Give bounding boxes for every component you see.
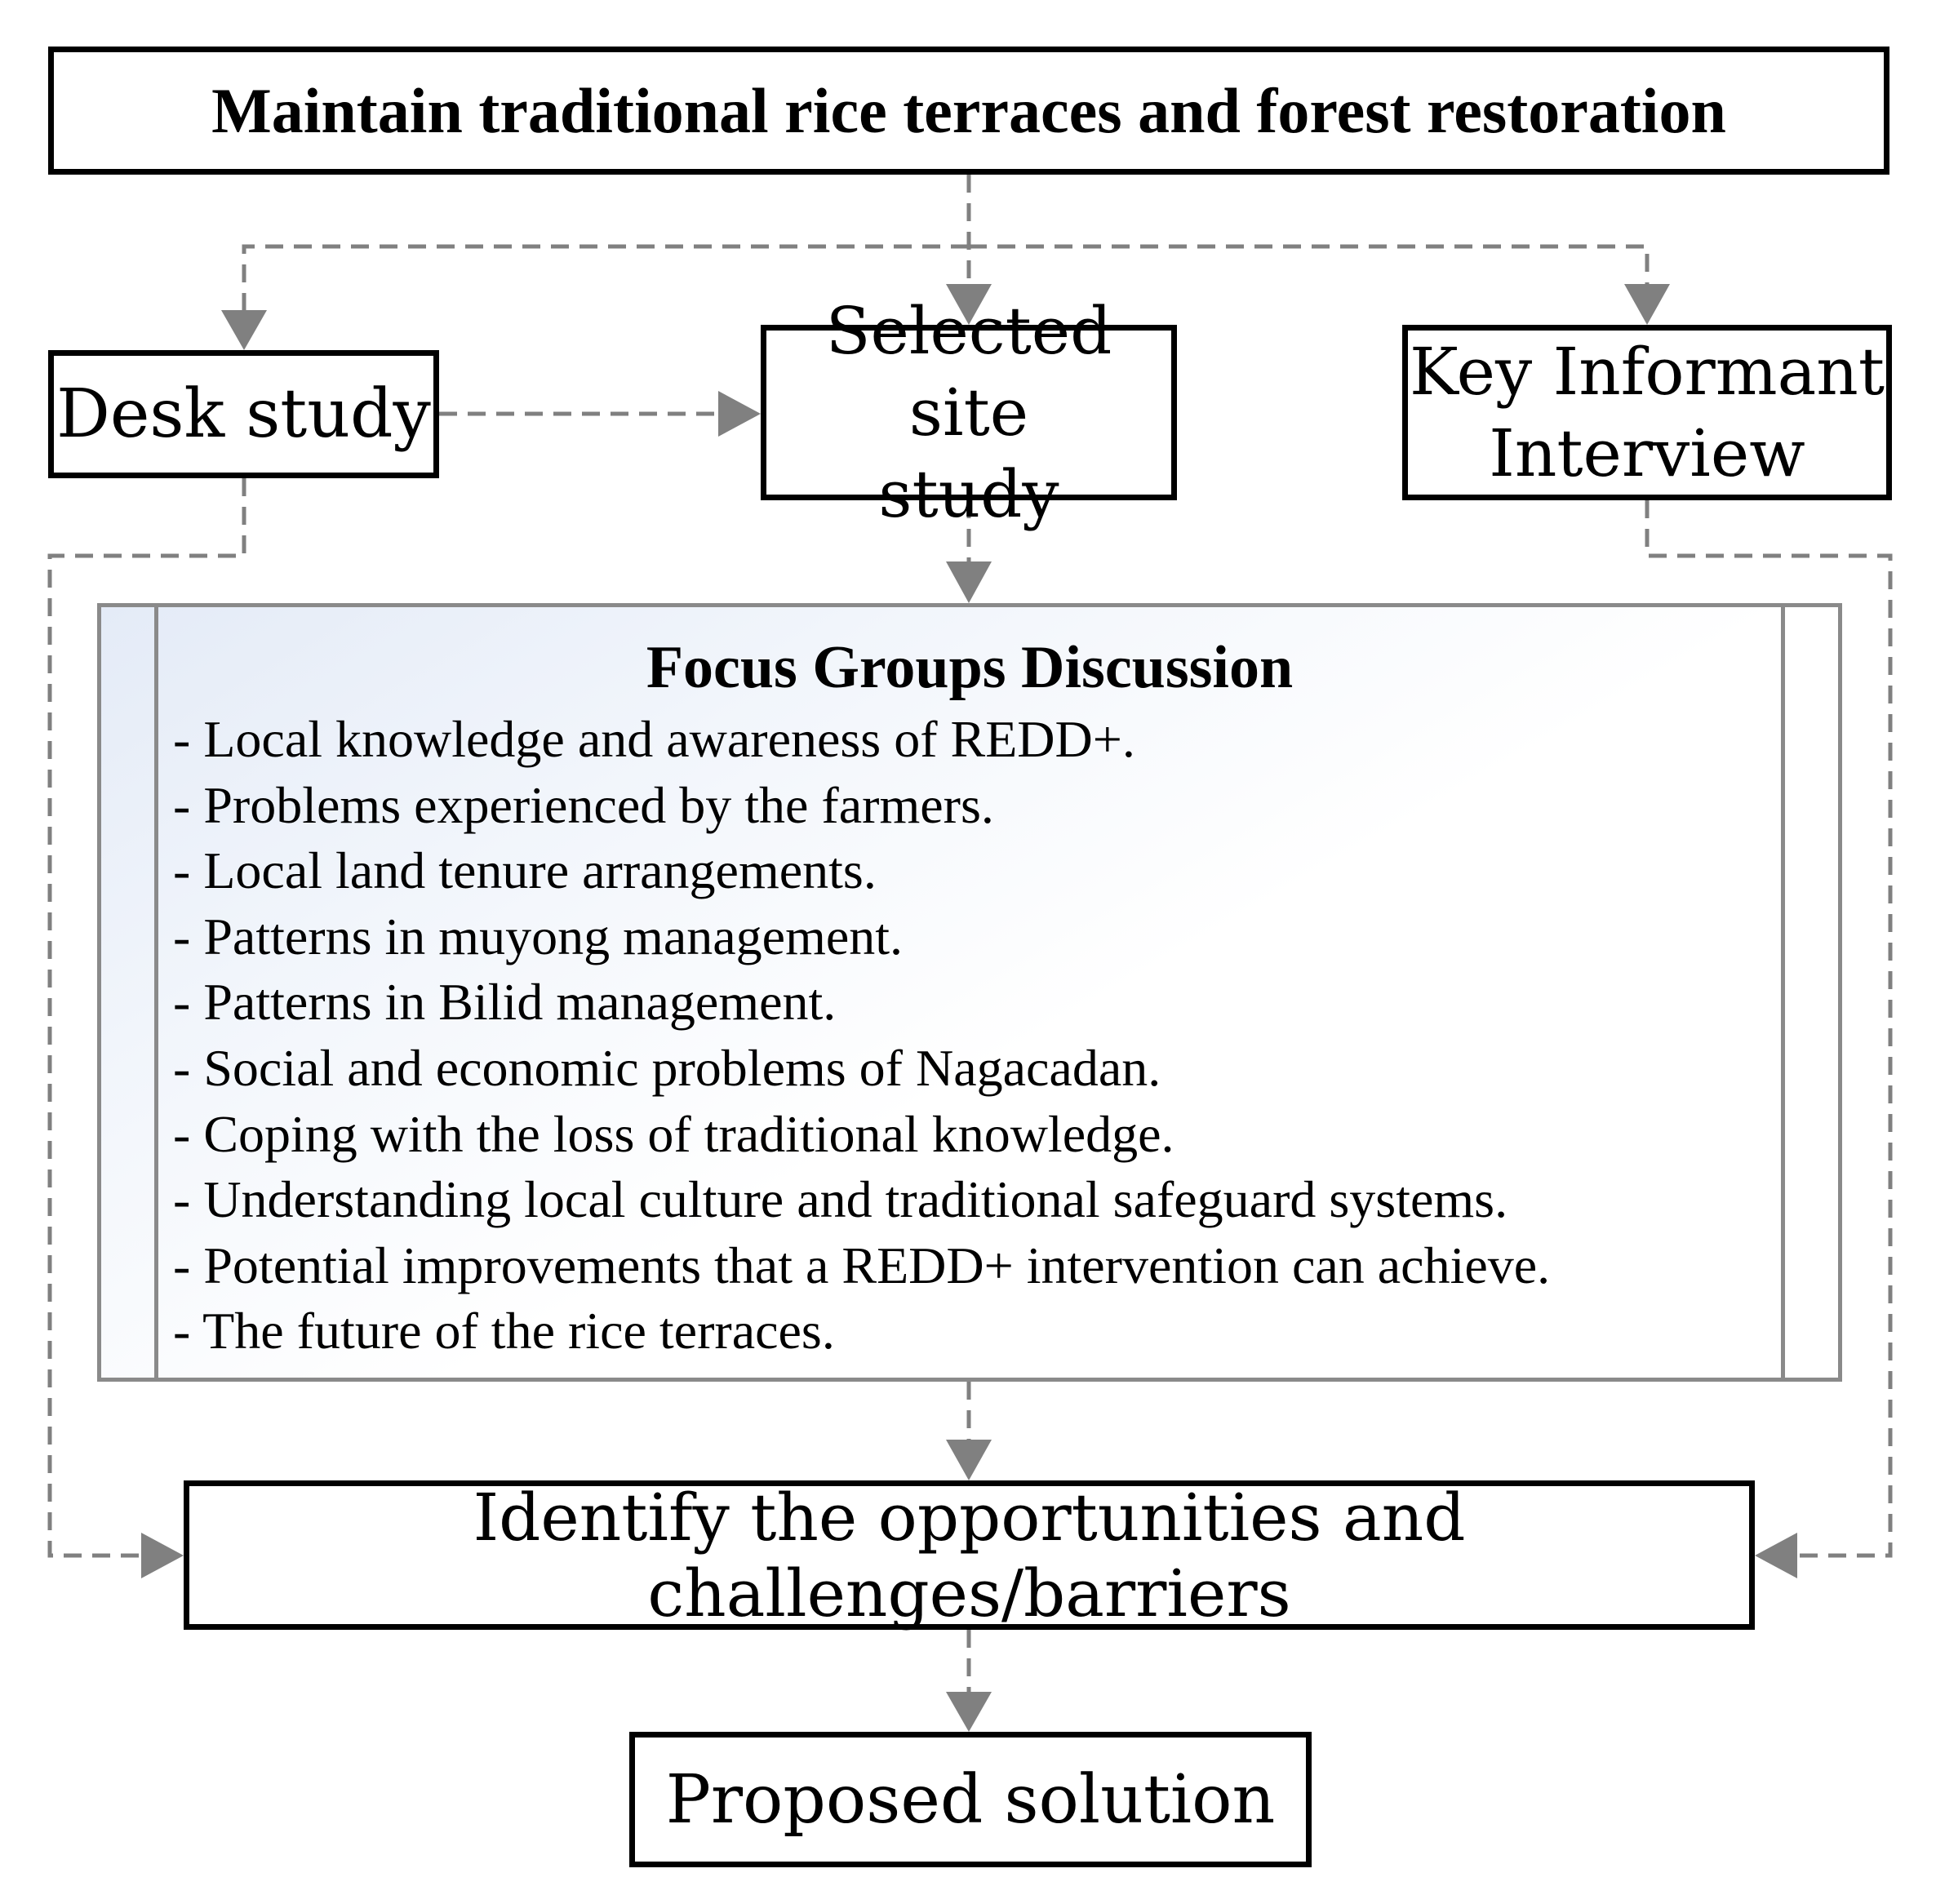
focus-groups-title: Focus Groups Discussion — [646, 634, 1294, 701]
key-informant-line2: Interview — [1489, 415, 1805, 491]
proposed-solution-label: Proposed solution — [665, 1760, 1276, 1839]
selected-site-line2: study — [878, 455, 1059, 532]
list-item: - Local knowledge and awareness of REDD+… — [173, 710, 1135, 768]
arrowhead-down-identify — [946, 1440, 992, 1480]
focus-groups-panel: Focus Groups Discussion - Local knowledg… — [97, 603, 1842, 1382]
list-item: - Patterns in muyong management. — [173, 907, 904, 965]
connector-desk-to-identify — [47, 478, 246, 1558]
list-item: - Social and economic problems of Nagaca… — [173, 1038, 1161, 1097]
desk-study-label: Desk study — [56, 375, 431, 453]
arrowhead-right-identify — [141, 1533, 184, 1578]
list-item: - Potential improvements that a REDD+ in… — [173, 1236, 1551, 1294]
focus-groups-list: - Local knowledge and awareness of REDD+… — [173, 707, 1550, 1365]
list-item: - Local land tenure arrangements. — [173, 841, 877, 900]
key-informant-interview-box: Key Informant Interview — [1402, 325, 1892, 500]
connector-top-to-desk — [242, 244, 969, 313]
panel-right-rule — [1781, 607, 1785, 1378]
selected-site-study-box: Selected site study — [761, 293, 1177, 532]
arrowhead-left-identify — [1755, 1533, 1797, 1578]
proposed-solution-box: Proposed solution — [629, 1732, 1312, 1867]
identify-box: Identify the opportunities and challenge… — [184, 1479, 1755, 1631]
panel-left-rule — [154, 607, 158, 1378]
goal-label: Maintain traditional rice terraces and f… — [211, 74, 1726, 146]
arrowhead-down-desk — [221, 310, 267, 350]
list-item: - The future of the rice terraces. — [173, 1302, 835, 1360]
arrowhead-down-kii — [1624, 284, 1670, 325]
arrowhead-down-site — [946, 284, 992, 325]
arrowhead-down-fgd — [946, 561, 992, 603]
list-item: - Understanding local culture and tradit… — [173, 1170, 1508, 1229]
selected-site-line1: Selected site — [825, 292, 1112, 450]
connector-top-to-kii — [969, 244, 1650, 286]
list-item: - Coping with the loss of traditional kn… — [173, 1104, 1174, 1163]
goal-box: Maintain traditional rice terraces and f… — [48, 47, 1889, 175]
arrowhead-down-proposed — [946, 1692, 992, 1732]
desk-study-box: Desk study — [48, 350, 439, 478]
list-item: - Patterns in Bilid management. — [173, 973, 837, 1032]
identify-label: Identify the opportunities and challenge… — [473, 1479, 1466, 1631]
list-item: - Problems experienced by the farmers. — [173, 775, 994, 834]
arrowhead-right-site — [718, 391, 761, 437]
connector-kii-to-identify — [1645, 500, 1893, 1558]
key-informant-line1: Key Informant — [1410, 333, 1885, 410]
